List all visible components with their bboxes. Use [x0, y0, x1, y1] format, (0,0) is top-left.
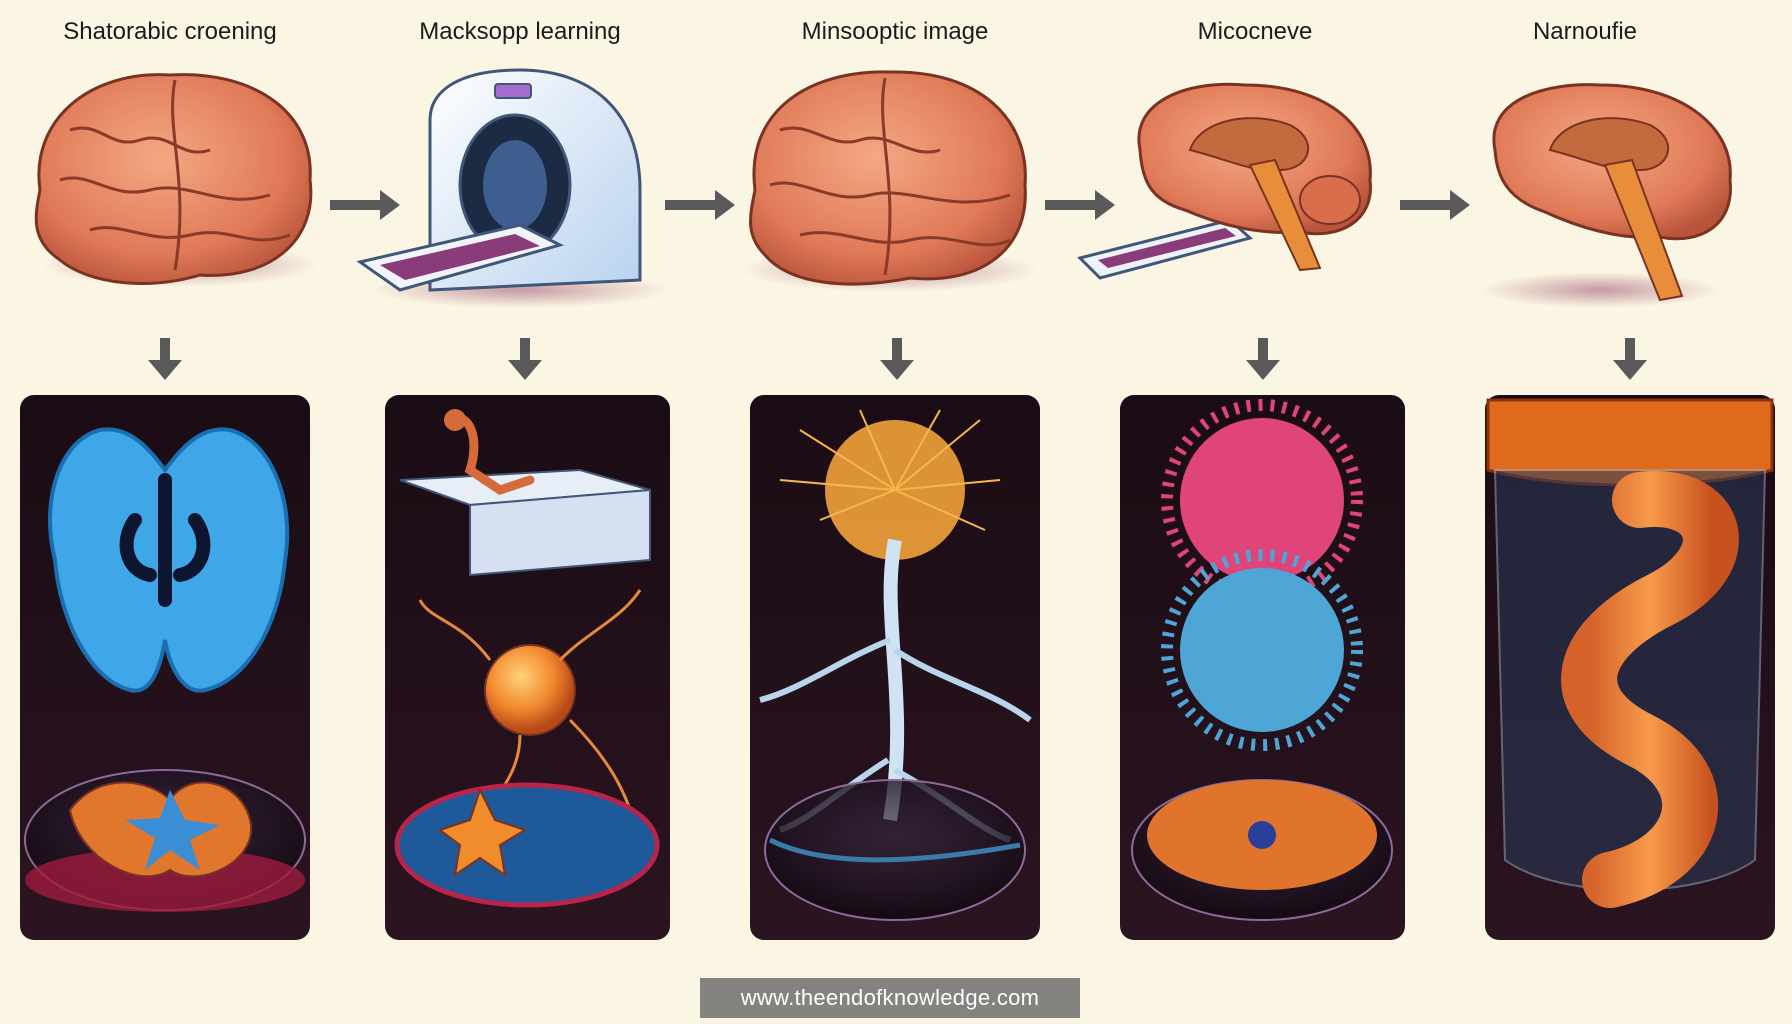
stage-2-title: Macksopp learning: [419, 18, 621, 45]
brain-icon: [1077, 82, 1372, 280]
stage-4-title: Micocneve: [1197, 18, 1313, 45]
panel-1: [20, 395, 310, 940]
brain-icon: [1480, 83, 1732, 308]
brain-icon: [740, 70, 1040, 292]
panel-4: [1120, 395, 1405, 940]
arrow-down-icon: [148, 338, 1647, 380]
panel-3: [750, 395, 1040, 940]
mri-scanner-icon: [356, 68, 670, 308]
watermark: www.theendofknowledge.com: [700, 978, 1080, 1018]
stage-1-title: Shatorabic croening: [63, 18, 277, 45]
stage-5-title: Narnoufie: [1532, 18, 1638, 45]
panel-2: [385, 395, 670, 940]
stage-3-title: Minsooptic image: [801, 18, 989, 45]
arrow-right-icon: [330, 190, 1470, 220]
brain-icon: [34, 73, 320, 287]
panel-5: [1485, 395, 1775, 940]
